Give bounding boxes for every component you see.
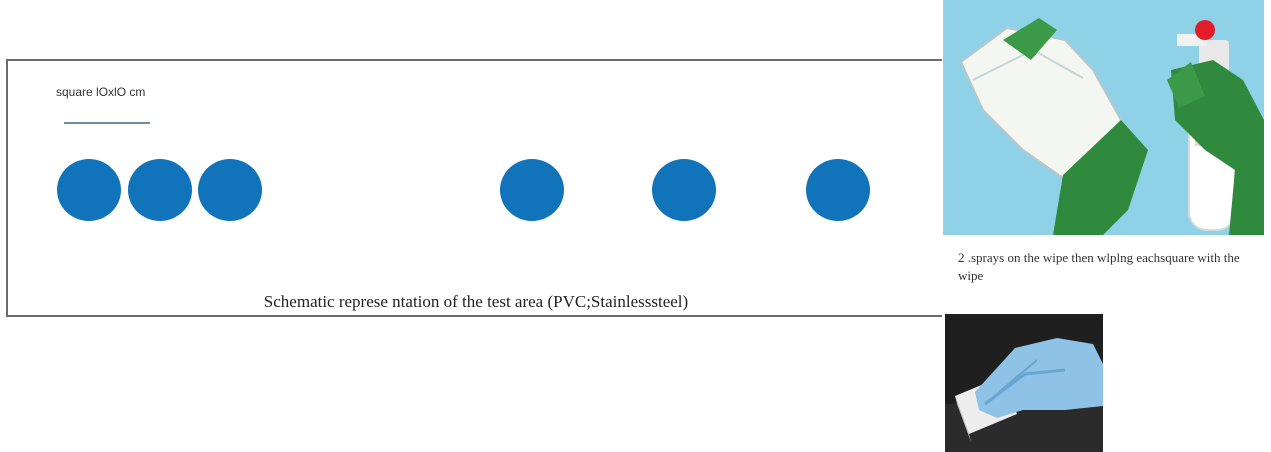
test-spot-3: [198, 159, 262, 221]
test-area-frame: square lOxlO cm Schematic represe ntatio…: [6, 59, 942, 317]
test-spot-2: [128, 159, 192, 221]
test-spot-6: [806, 159, 870, 221]
test-spot-1: [57, 159, 121, 221]
spray-wipe-photo: [943, 0, 1264, 235]
step-2-instruction: 2 .sprays on the wipe then wlplng eachsq…: [958, 250, 1240, 283]
test-spot-4: [500, 159, 564, 221]
wiping-illustration: [945, 314, 1103, 452]
wiping-square-photo: [945, 314, 1103, 452]
test-spot-5: [652, 159, 716, 221]
scale-bar: [64, 122, 150, 124]
spray-wipe-illustration: [943, 0, 1264, 235]
test-area-caption: Schematic represe ntation of the test ar…: [263, 292, 689, 311]
square-size-label: square lOxlO cm: [56, 85, 146, 99]
